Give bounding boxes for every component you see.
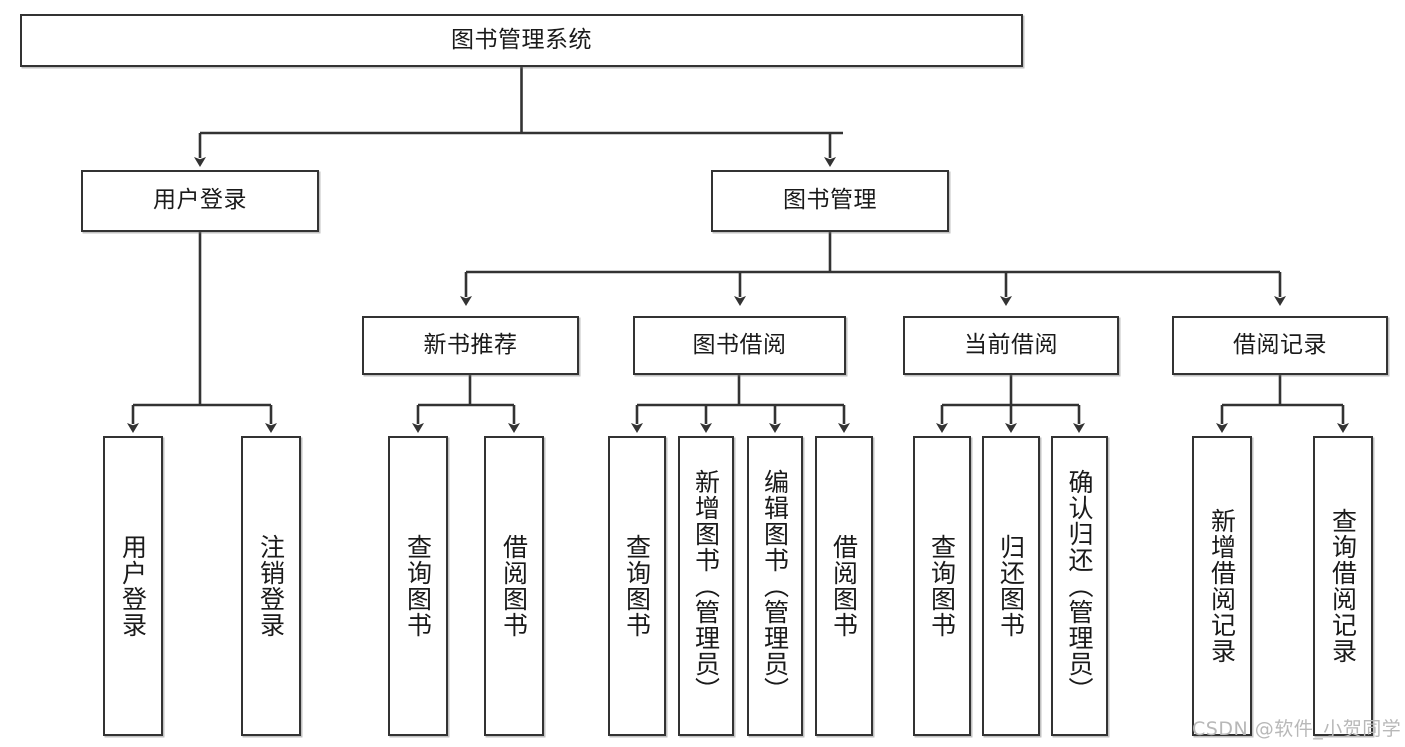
node-leaf-borrow-book-1[interactable]: 借阅图书	[484, 436, 544, 736]
node-borrow-record[interactable]: 借阅记录	[1172, 316, 1388, 375]
node-label: 查询图书	[927, 534, 957, 638]
node-label: 借阅记录	[1233, 331, 1327, 358]
node-label: 用户登录	[153, 187, 247, 214]
node-label: 新增借阅记录	[1207, 508, 1237, 664]
node-label: 查询借阅记录	[1328, 508, 1358, 664]
node-label: 归还图书	[996, 534, 1026, 638]
node-label: 图书管理	[783, 187, 877, 214]
node-label: 图书管理系统	[451, 26, 592, 53]
node-label: 注销登录	[256, 534, 286, 638]
node-leaf-edit-book-admin[interactable]: 编辑图书（管理员）	[747, 436, 803, 736]
node-leaf-logout-login[interactable]: 注销登录	[241, 436, 301, 736]
node-leaf-query-borrow-record[interactable]: 查询借阅记录	[1313, 436, 1373, 736]
node-label: 编辑图书（管理员）	[760, 469, 790, 703]
node-label: 新书推荐	[423, 331, 518, 358]
node-label: 确认归还（管理员）	[1065, 469, 1094, 703]
node-leaf-user-login[interactable]: 用户登录	[103, 436, 163, 736]
node-current-borrow[interactable]: 当前借阅	[903, 316, 1119, 375]
node-label: 用户登录	[118, 534, 148, 638]
node-leaf-add-book-admin[interactable]: 新增图书（管理员）	[678, 436, 734, 736]
csdn-watermark: CSDN @软件_小贺同学	[1192, 718, 1402, 740]
node-label: 查询图书	[403, 534, 433, 638]
node-label: 新增图书（管理员）	[691, 469, 721, 703]
node-book-management-system[interactable]: 图书管理系统	[20, 14, 1023, 67]
node-leaf-return-book[interactable]: 归还图书	[982, 436, 1040, 736]
node-new-book-recommend[interactable]: 新书推荐	[362, 316, 579, 375]
node-label: 借阅图书	[499, 534, 529, 638]
node-label: 图书借阅	[692, 331, 787, 358]
node-leaf-confirm-return-admin[interactable]: 确认归还（管理员）	[1051, 436, 1108, 736]
node-leaf-borrow-book-2[interactable]: 借阅图书	[815, 436, 873, 736]
node-user-login[interactable]: 用户登录	[81, 170, 319, 232]
node-leaf-query-book-2[interactable]: 查询图书	[608, 436, 666, 736]
node-leaf-query-book-3[interactable]: 查询图书	[913, 436, 971, 736]
node-label: 借阅图书	[829, 534, 859, 638]
node-leaf-query-book-1[interactable]: 查询图书	[388, 436, 448, 736]
node-book-management[interactable]: 图书管理	[711, 170, 949, 232]
node-label: 当前借阅	[964, 331, 1058, 358]
node-label: 查询图书	[622, 534, 652, 638]
node-book-borrow[interactable]: 图书借阅	[633, 316, 846, 375]
node-leaf-add-borrow-record[interactable]: 新增借阅记录	[1192, 436, 1252, 736]
